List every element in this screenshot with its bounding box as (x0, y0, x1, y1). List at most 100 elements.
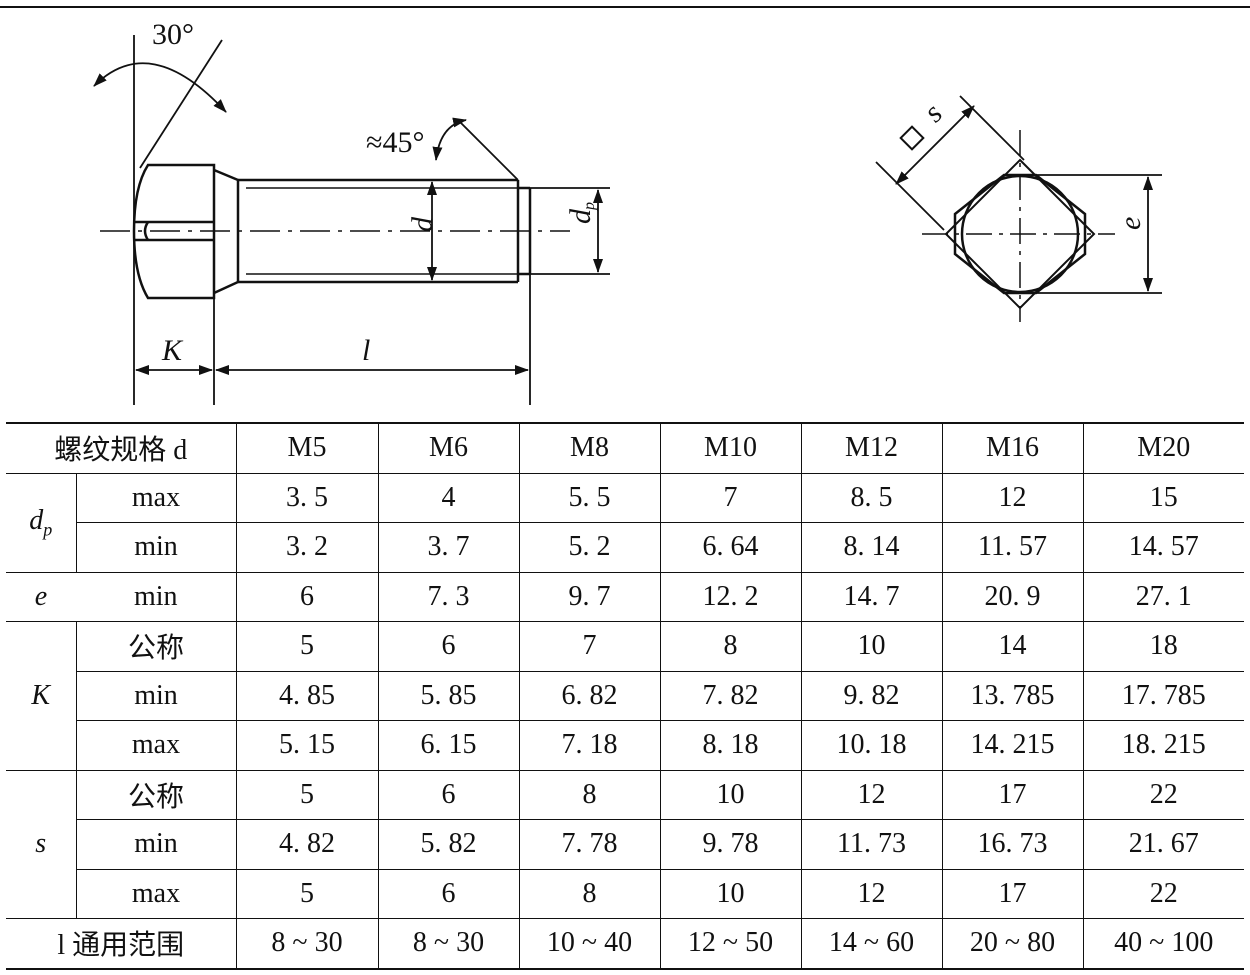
table-cell: 9. 78 (659, 819, 802, 870)
table-cell: 8 (518, 769, 661, 820)
table-cell: 10 (659, 868, 802, 919)
size-M5: M5 (235, 422, 379, 474)
table-cell: 6 (377, 769, 520, 820)
table-cell: 5. 2 (518, 522, 661, 573)
table-cell: 7 (659, 472, 802, 523)
row-label: min (76, 522, 237, 573)
d-label: d (406, 216, 439, 232)
table-row: s 公称 5 6 8 10 12 17 22 (6, 769, 1244, 919)
table-cell: 4. 85 (235, 670, 379, 721)
table-cell: 3. 7 (377, 522, 520, 573)
s-label: s (917, 97, 949, 129)
table-cell: 6. 64 (659, 522, 802, 573)
table-cell: 14 (941, 621, 1084, 672)
table-cell: 18 (1082, 621, 1244, 672)
table-row: dp max 3. 5 4 5. 5 7 8. 5 12 15 (6, 472, 1244, 573)
table-cell: 7. 3 (377, 571, 520, 622)
table-cell: 3. 5 (235, 472, 379, 523)
row-label: max (76, 720, 237, 771)
table-cell: 17 (941, 868, 1084, 919)
table-row: l 通用范围 8 ~ 30 8 ~ 30 10 ~ 40 12 ~ 50 14 … (6, 918, 1244, 970)
table-cell: 4 (377, 472, 520, 523)
table-cell: 6 (235, 571, 379, 622)
size-M20: M20 (1082, 422, 1244, 474)
table-row: min 4. 85 5. 85 6. 82 7. 82 9. 82 13. 78… (6, 670, 1244, 721)
table-cell: 20. 9 (941, 571, 1084, 622)
table-cell: 8. 18 (659, 720, 802, 771)
table-cell: 6 (377, 868, 520, 919)
size-M12: M12 (800, 422, 943, 474)
table-cell: 9. 7 (518, 571, 661, 622)
table-cell: 20 ~ 80 (941, 918, 1084, 970)
table-cell: 12 (941, 472, 1084, 523)
dp-symbol: dp (6, 472, 77, 573)
table-cell: 9. 82 (800, 670, 943, 721)
table-cell: 14. 57 (1082, 522, 1244, 573)
table-cell: 5. 82 (377, 819, 520, 870)
top-rule (0, 6, 1250, 8)
table-cell: 11. 57 (941, 522, 1084, 573)
table-cell: 14 ~ 60 (800, 918, 943, 970)
table-cell: 18. 215 (1082, 720, 1244, 771)
row-label: max (76, 868, 237, 919)
table-cell: 21. 67 (1082, 819, 1244, 870)
e-symbol: e (6, 571, 76, 622)
side-view (100, 35, 610, 405)
table-cell: 7. 82 (659, 670, 802, 721)
table-cell: 6. 15 (377, 720, 520, 771)
size-M6: M6 (377, 422, 520, 474)
l-label: l (362, 334, 370, 367)
table-row: min 3. 2 3. 7 5. 2 6. 64 8. 14 11. 57 14… (6, 522, 1244, 573)
table-cell: 8 ~ 30 (235, 918, 379, 970)
table-cell: 12 ~ 50 (659, 918, 802, 970)
row-label: min (76, 819, 237, 870)
table-cell: 4. 82 (235, 819, 379, 870)
table-cell: 16. 73 (941, 819, 1084, 870)
dp-label: d (564, 208, 597, 224)
e-label: e (1114, 217, 1147, 230)
row-label: max (75, 472, 237, 523)
table-cell: 14. 7 (800, 571, 943, 622)
table-cell: 10 ~ 40 (518, 918, 661, 970)
table-cell: 5 (235, 621, 379, 672)
square-symbol-icon (899, 125, 925, 151)
table-cell: 12. 2 (659, 571, 802, 622)
table-cell: 5 (235, 868, 379, 919)
table-cell: 3. 2 (235, 522, 379, 573)
size-M10: M10 (659, 422, 802, 474)
table-row: min 4. 82 5. 82 7. 78 9. 78 11. 73 16. 7… (6, 819, 1244, 870)
angle-45-label: ≈45° (366, 126, 424, 159)
s-symbol: s (6, 769, 77, 919)
size-M8: M8 (518, 422, 661, 474)
table-cell: 15 (1082, 472, 1244, 523)
l-range-label: l 通用范围 (6, 918, 237, 970)
table-cell: 14. 215 (941, 720, 1084, 771)
table-cell: 40 ~ 100 (1082, 918, 1244, 970)
table-cell: 7. 18 (518, 720, 661, 771)
table-cell: 8 (659, 621, 802, 672)
table-cell: 10 (659, 769, 802, 820)
table-cell: 5. 15 (235, 720, 379, 771)
table-cell: 6 (377, 621, 520, 672)
table-row: max 5 6 8 10 12 17 22 (6, 868, 1244, 919)
table-cell: 8. 5 (800, 472, 943, 523)
table-cell: 17 (941, 769, 1084, 820)
table-cell: 22 (1082, 769, 1244, 820)
angle-30-label: 30° (152, 18, 194, 51)
table-cell: 7. 78 (518, 819, 661, 870)
table-cell: 12 (800, 868, 943, 919)
K-label: K (161, 334, 184, 367)
end-view-dims (895, 105, 1153, 292)
spec-table: 螺纹规格 d M5 M6 M8 M10 M12 M16 M20 dp max 3… (6, 422, 1244, 970)
row-label: min (76, 670, 237, 721)
table-cell: 8 (518, 868, 661, 919)
table-cell: 10. 18 (800, 720, 943, 771)
table-cell: 22 (1082, 868, 1244, 919)
table-cell: 6. 82 (518, 670, 661, 721)
table-cell: 5. 85 (377, 670, 520, 721)
bolt-drawing: 30° ≈45° d d p K l s e (93, 18, 1162, 405)
header-row: 螺纹规格 d M5 M6 M8 M10 M12 M16 M20 (6, 422, 1244, 474)
row-label: 公称 (75, 769, 237, 820)
row-label: 公称 (75, 621, 237, 672)
dimension-arrows (93, 62, 603, 375)
